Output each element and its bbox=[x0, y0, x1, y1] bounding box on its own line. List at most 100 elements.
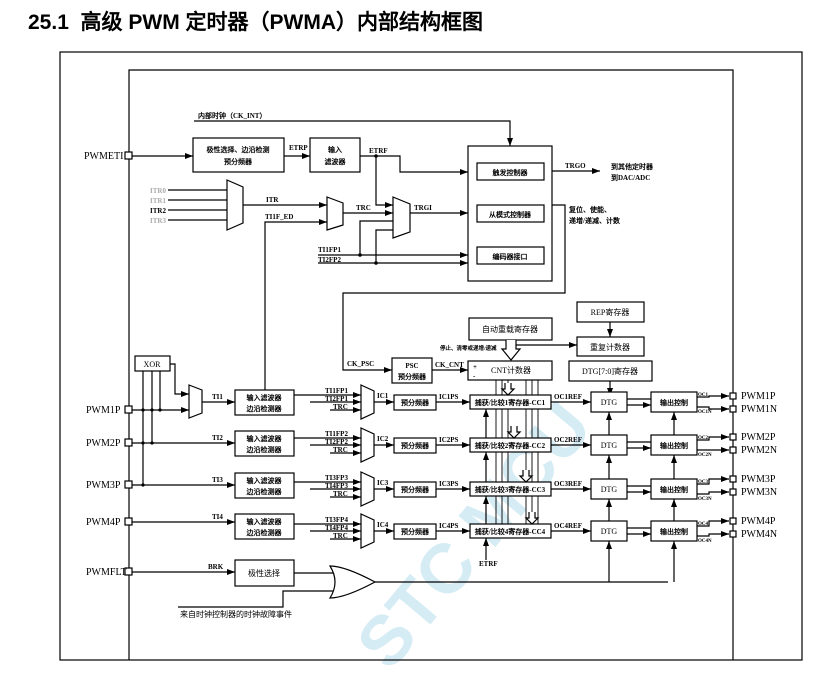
ti-label: TI2 bbox=[212, 434, 223, 442]
output-pin-pwm3n[interactable] bbox=[729, 488, 737, 496]
etr-filter-line2: 滤波器 bbox=[325, 157, 347, 166]
fp-b-label: TI2FP2 bbox=[325, 438, 348, 446]
output-pin-pwm3p[interactable] bbox=[729, 475, 737, 483]
output-control-label: 输出控制 bbox=[660, 398, 688, 407]
ocn-label: OC1N bbox=[698, 410, 712, 415]
output-control-label: 输出控制 bbox=[660, 441, 688, 450]
ic-mux bbox=[360, 513, 375, 549]
output-pin-label: PWM4P bbox=[741, 516, 776, 527]
oc-label: OC3 bbox=[698, 480, 709, 485]
filter-label-2: 边沿检测器 bbox=[246, 528, 283, 537]
rep-counter-label: 重复计数器 bbox=[590, 342, 630, 352]
pwmeti-pin[interactable] bbox=[124, 151, 133, 160]
auto-reload-hollow-arrow bbox=[500, 340, 522, 361]
slave-actions-1: 复位、使能、 bbox=[568, 205, 611, 214]
polarity-prescaler-line2: 预分频器 bbox=[224, 157, 253, 166]
ic-mux bbox=[360, 471, 375, 507]
ic-label: IC4 bbox=[377, 521, 389, 529]
ti1f-ed-line bbox=[264, 219, 327, 390]
ocref-label: OC2REF bbox=[554, 436, 582, 444]
slave-actions-2: 递增/递减、计数 bbox=[569, 216, 621, 225]
clock-fault-label: 来自时钟控制器的时钟故障事件 bbox=[180, 609, 292, 619]
output-pin-label: PWM1P bbox=[741, 391, 776, 402]
ic-label: IC3 bbox=[377, 479, 389, 487]
ti2fp2-label: TI2FP2 bbox=[318, 256, 341, 264]
ic-prescaler-label: 预分频器 bbox=[401, 527, 430, 536]
auto-reload-label: 自动重载寄存器 bbox=[482, 324, 538, 334]
dtg-label: DTG bbox=[601, 398, 618, 407]
ck-int-label: 内部时钟（CK_INT） bbox=[198, 111, 266, 120]
ocn-label: OC2N bbox=[698, 453, 712, 458]
cc-label: 捕获/比较2寄存器-CC2 bbox=[475, 441, 546, 450]
cnt-counter bbox=[467, 360, 553, 381]
etrp-label: ETRP bbox=[289, 144, 308, 152]
trc-label: TRC bbox=[356, 204, 371, 212]
itr1-label: ITR1 bbox=[150, 197, 166, 205]
icps-label: IC4PS bbox=[439, 522, 459, 530]
polarity-prescaler-line1: 极性选择、边沿检测 bbox=[207, 145, 270, 154]
output-pin-label: PWM1N bbox=[741, 404, 777, 415]
stop-clear-label: 停止、清零或递增/递减 bbox=[440, 344, 497, 352]
input-pin-pwm1p[interactable] bbox=[124, 405, 133, 414]
input-pin-pwm4p[interactable] bbox=[124, 517, 133, 526]
input-pin-pwm3p[interactable] bbox=[124, 480, 133, 489]
itr2-label: ITR2 bbox=[150, 207, 166, 215]
fp-b-label: TI4FP4 bbox=[325, 524, 348, 532]
fp-a-label: TI3FP4 bbox=[325, 516, 348, 524]
junction bbox=[158, 408, 162, 412]
xor-inputs bbox=[142, 371, 161, 485]
etr-input-filter-block bbox=[309, 137, 361, 173]
ic-mux bbox=[360, 384, 375, 420]
output-pin-pwm2p[interactable] bbox=[729, 433, 737, 441]
output-pin-pwm1p[interactable] bbox=[729, 392, 737, 400]
xor-label: XOR bbox=[144, 360, 162, 369]
rep-register-label: REP寄存器 bbox=[591, 307, 630, 317]
ck-psc-line bbox=[342, 204, 566, 373]
junction bbox=[141, 408, 145, 412]
output-pin-label: PWM4N bbox=[741, 529, 777, 540]
output-control-label: 输出控制 bbox=[660, 527, 688, 536]
etr-filter-line1: 输入 bbox=[328, 145, 342, 154]
input-filter-edge-detector bbox=[234, 389, 295, 416]
trigger-controller bbox=[476, 162, 545, 181]
oc-label: OC4 bbox=[698, 522, 709, 527]
itr-mux bbox=[226, 179, 244, 231]
input-pin-label: PWM1P bbox=[86, 405, 121, 416]
itr-out-label: ITR bbox=[266, 196, 279, 204]
xor-output bbox=[170, 363, 189, 397]
dtg-label: DTG bbox=[601, 485, 618, 494]
etrf-to-trgi bbox=[375, 156, 393, 208]
input-pin-pwm2p[interactable] bbox=[124, 438, 133, 447]
ck-int-line bbox=[194, 120, 513, 146]
dtg-output-lines bbox=[627, 399, 651, 405]
ic-prescaler-label: 预分频器 bbox=[401, 485, 430, 494]
output-pin-pwm4p[interactable] bbox=[729, 517, 737, 525]
junction bbox=[141, 483, 145, 487]
psc-label-2: 预分频器 bbox=[398, 372, 427, 381]
cnt-plus: + bbox=[473, 363, 477, 371]
junction bbox=[150, 441, 154, 445]
ocn-line bbox=[697, 489, 729, 495]
icps-label: IC3PS bbox=[439, 480, 459, 488]
trigger-controller-label: 触发控制器 bbox=[492, 168, 529, 177]
channels: PWM1P输入滤波器边沿检测器TI1FP1TI2FP1TRCIC1预分频器IC1… bbox=[86, 383, 777, 582]
oc-label: OC1 bbox=[698, 393, 709, 398]
output-pin-pwm2n[interactable] bbox=[729, 446, 737, 454]
output-pin-pwm4n[interactable] bbox=[729, 530, 737, 538]
dtg-output-lines bbox=[627, 528, 651, 534]
pwmeti-label: PWMETI bbox=[84, 151, 123, 162]
output-pin-pwm1n[interactable] bbox=[729, 405, 737, 413]
output-pin-label: PWM2N bbox=[741, 445, 777, 456]
filter-label-2: 边沿检测器 bbox=[246, 404, 283, 413]
brk-label: BRK bbox=[208, 563, 224, 571]
rep-counter bbox=[576, 336, 645, 357]
junction bbox=[141, 441, 145, 445]
ic-prescaler-label: 预分频器 bbox=[401, 441, 430, 450]
ti1-mux bbox=[188, 384, 203, 419]
ocn-label: OC3N bbox=[698, 497, 712, 502]
filter-label-2: 边沿检测器 bbox=[246, 445, 283, 454]
trgi-mux bbox=[392, 196, 411, 239]
oc-label: OC2 bbox=[698, 436, 709, 441]
ocref-label: OC4REF bbox=[554, 522, 582, 530]
